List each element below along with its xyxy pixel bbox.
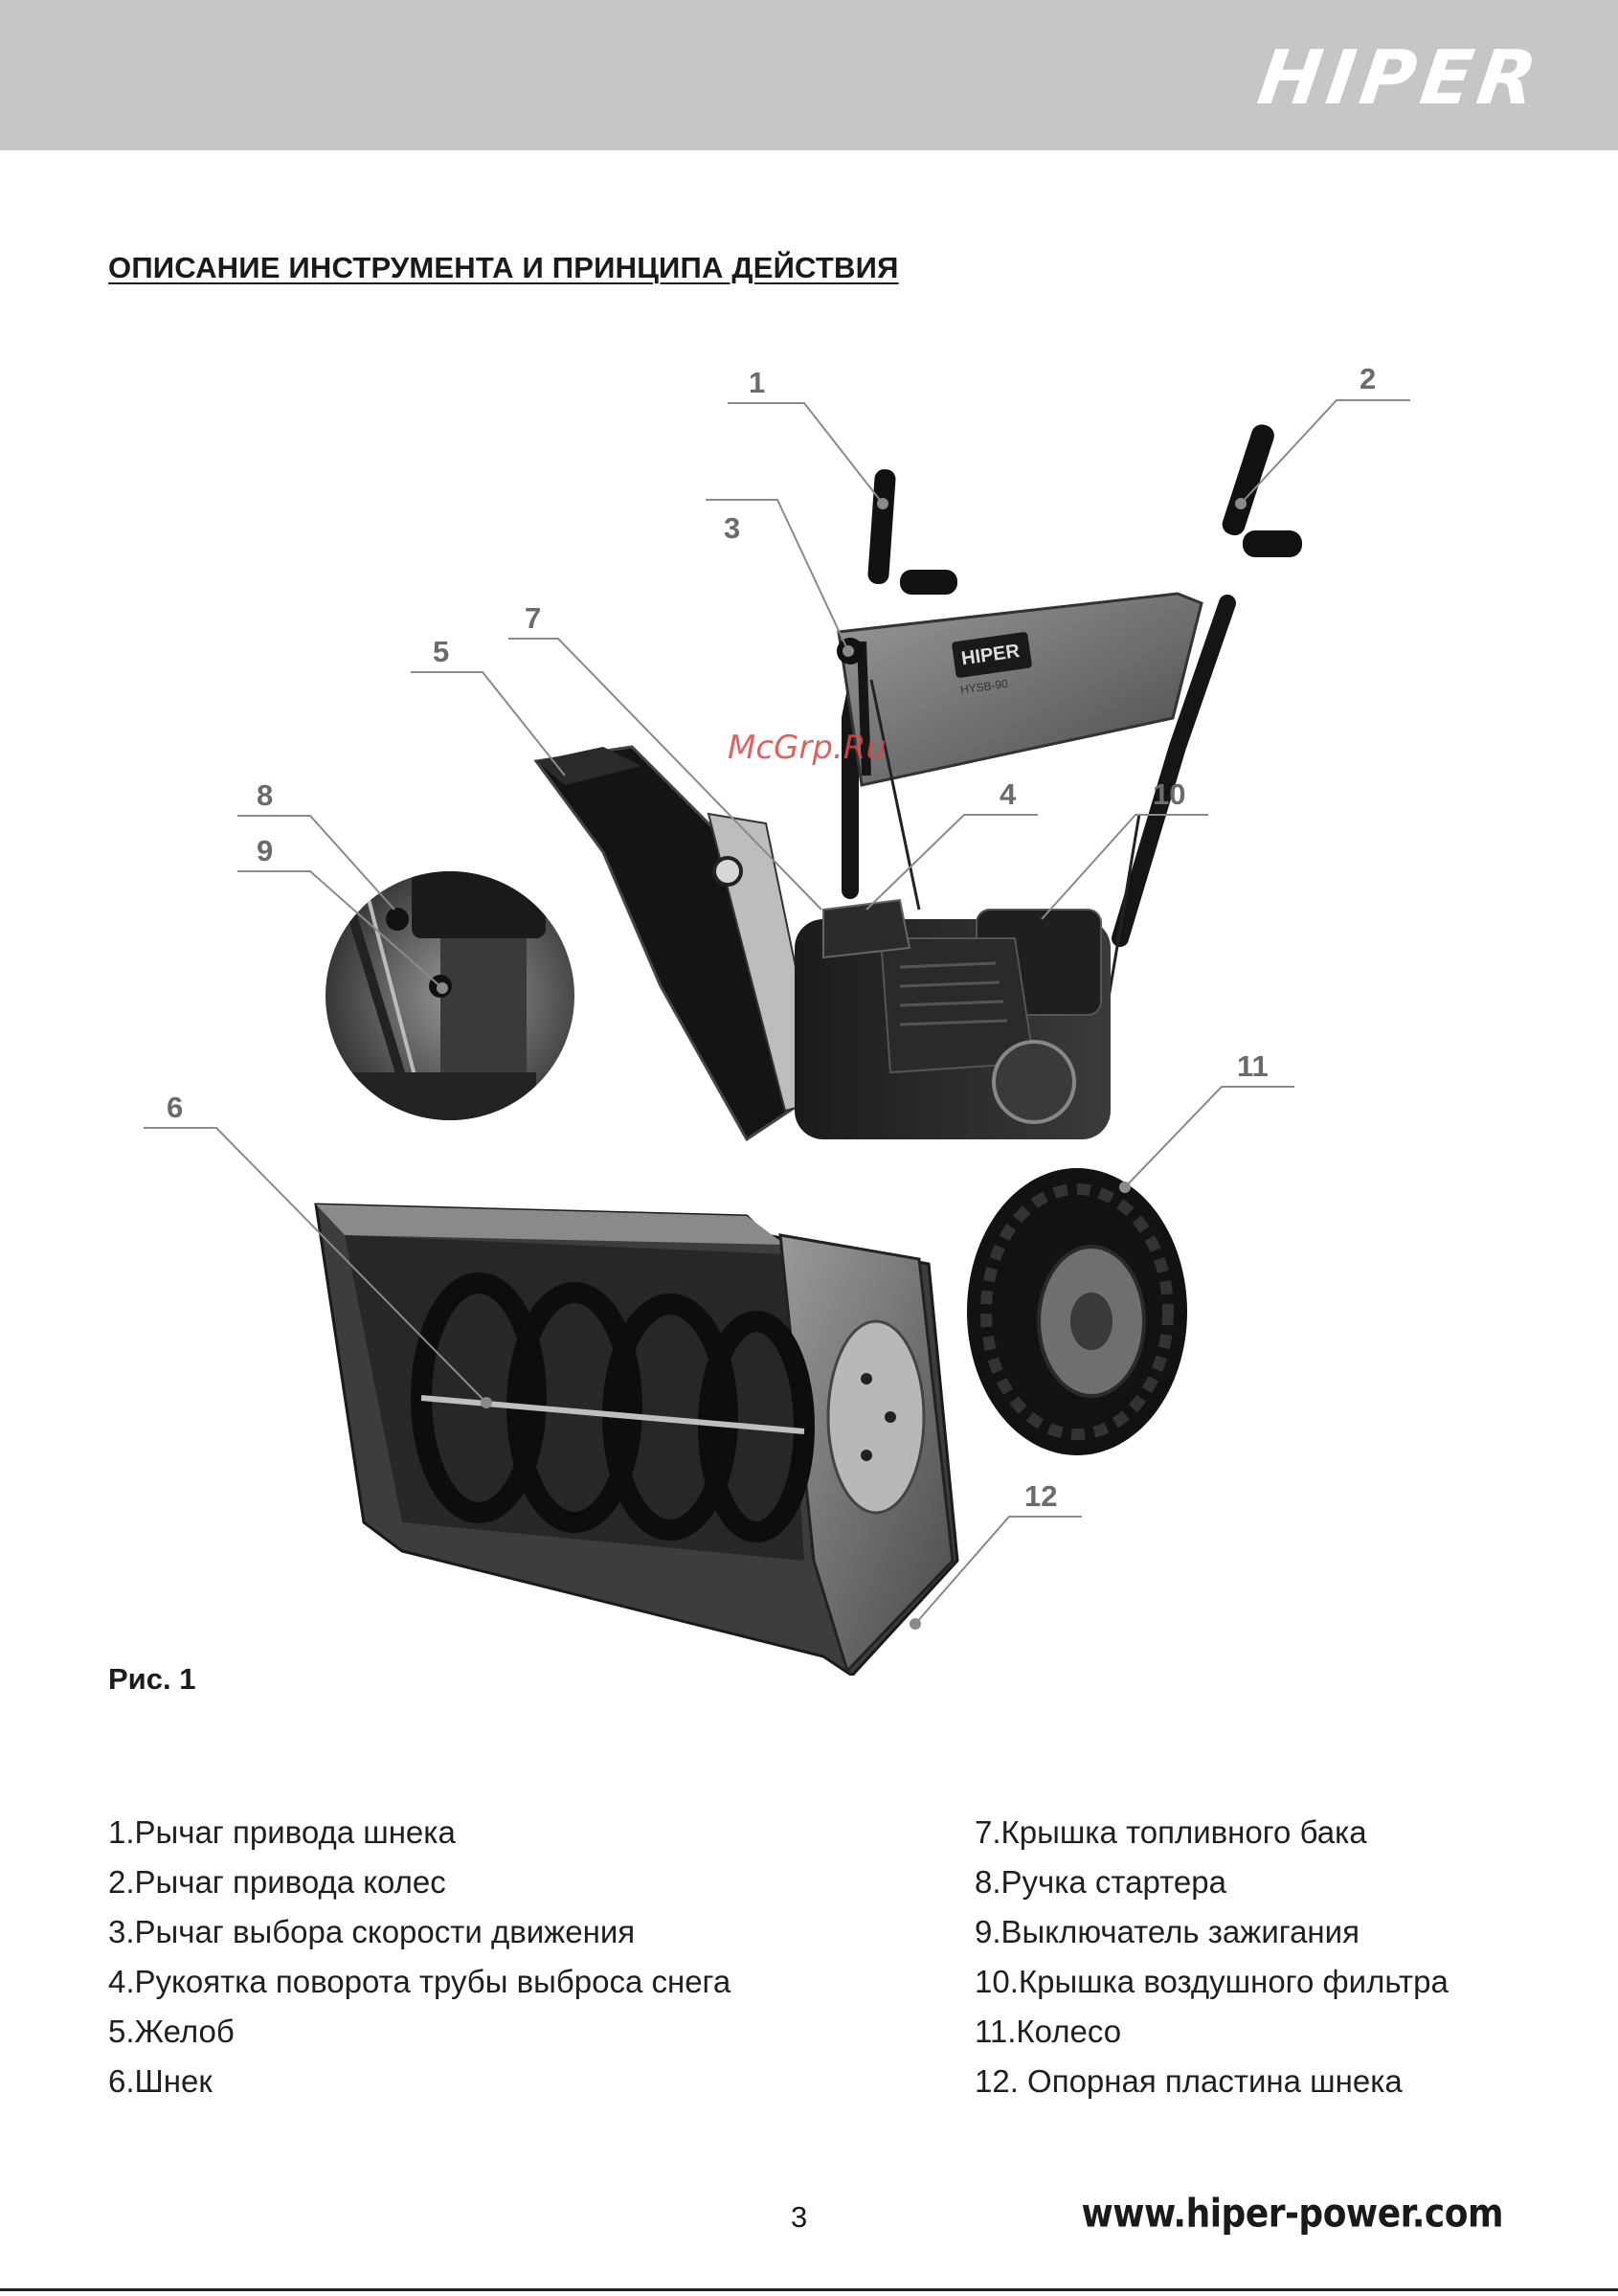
callout-5: 5 (433, 635, 449, 668)
legend-item: 5.Желоб (108, 2014, 235, 2049)
starter-inset (326, 871, 574, 1120)
legend-item: 9.Выключатель зажигания (975, 1914, 1360, 1949)
callout-8: 8 (257, 778, 273, 812)
snowblower-illustration: HIPER HYSB-90 (144, 362, 1410, 1676)
panel-model: HYSB-90 (959, 677, 1009, 697)
legend-item: 2.Рычаг привода колес (108, 1864, 446, 1900)
callout-10: 10 (1153, 777, 1185, 811)
legend-item: 6.Шнек (108, 2063, 213, 2099)
callout-7: 7 (525, 601, 541, 635)
legend-item: 1.Рычаг привода шнека (108, 1814, 456, 1850)
section-title: ОПИСАНИЕ ИНСТРУМЕНТА И ПРИНЦИПА ДЕЙСТВИЯ (108, 251, 899, 284)
watermark: McGrp.Ru (728, 729, 887, 767)
engine (795, 898, 1111, 1139)
callout-1: 1 (749, 366, 765, 399)
header-band: HIPER (0, 0, 1618, 150)
legend-left: 1.Рычаг привода шнека 2.Рычаг привода ко… (108, 1808, 730, 2106)
legend-item: 11.Колесо (975, 2014, 1122, 2049)
figure-caption: Рис. 1 (108, 1662, 196, 1696)
website-url: www.hiper-power.com (1081, 2191, 1503, 2238)
callout-lines (144, 399, 1410, 1630)
legend-item: 7.Крышка топливного бака (975, 1814, 1367, 1850)
legend-right: 7.Крышка топливного бака 8.Ручка стартер… (975, 1808, 1449, 2106)
callout-9: 9 (257, 834, 273, 867)
callout-12: 12 (1024, 1479, 1057, 1513)
snowblower-figure: HIPER HYSB-90 (0, 316, 1618, 1676)
callout-3: 3 (724, 511, 740, 545)
callout-2: 2 (1360, 362, 1376, 395)
legend-item: 12. Опорная пластина шнека (975, 2063, 1403, 2099)
legend-item: 10.Крышка воздушного фильтра (975, 1964, 1449, 1999)
handle-frame: HIPER HYSB-90 (837, 424, 1302, 1102)
footer-rule (0, 2288, 1618, 2291)
auger (411, 1272, 815, 1542)
callout-11: 11 (1237, 1049, 1269, 1083)
chute (533, 745, 825, 1142)
callout-numbers: 1 2 3 4 5 6 7 8 9 10 11 12 (167, 362, 1376, 1513)
brand-logo: HIPER (1252, 35, 1548, 122)
callout-4: 4 (1000, 777, 1017, 811)
wheel (967, 1168, 1187, 1455)
legend-item: 4.Рукоятка поворота трубы выброса снега (108, 1964, 731, 1999)
legend-item: 8.Ручка стартера (975, 1864, 1226, 1900)
callout-6: 6 (167, 1091, 183, 1124)
page-number: 3 (791, 2200, 808, 2234)
legend-item: 3.Рычаг выбора скорости движения (108, 1914, 636, 1949)
